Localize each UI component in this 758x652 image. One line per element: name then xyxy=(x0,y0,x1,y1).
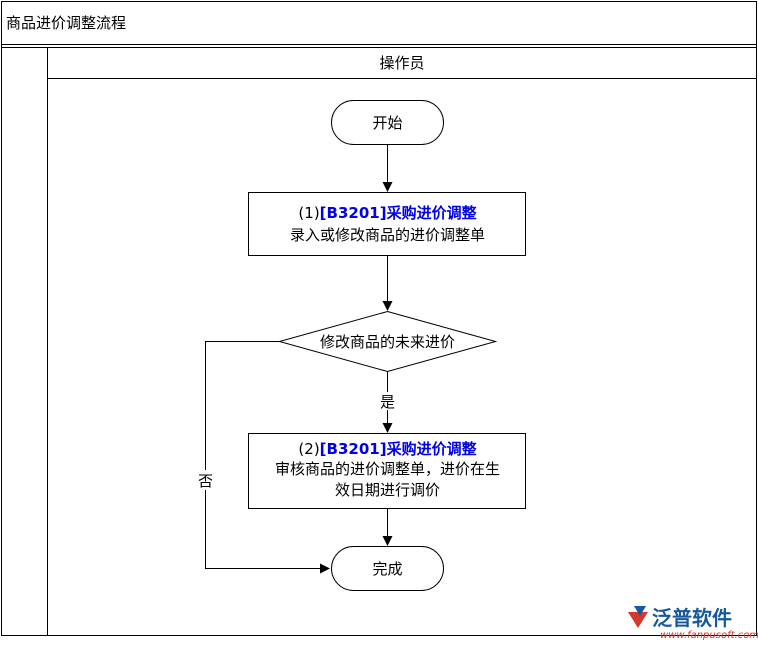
step1-code-link[interactable]: [B3201]采购进价调整 xyxy=(320,204,477,222)
no-label: 否 xyxy=(198,472,213,490)
page-title: 商品进价调整流程 xyxy=(6,14,126,32)
connector-decision-no xyxy=(205,341,330,574)
step1-desc: 录入或修改商品的进价调整单 xyxy=(290,226,485,244)
end-label: 完成 xyxy=(372,560,402,578)
step1-num: (1) xyxy=(298,204,319,222)
logo-name: 泛普软件 xyxy=(652,606,732,630)
yes-label-bg xyxy=(376,392,399,410)
decision-label: 修改商品的未来进价 xyxy=(320,333,455,351)
lane-header: 操作员 xyxy=(379,54,424,72)
logo-icon-accent xyxy=(634,606,646,616)
start-label: 开始 xyxy=(372,114,402,132)
step2-box xyxy=(248,433,526,509)
step2-num: (2) xyxy=(298,440,319,458)
end-terminal xyxy=(331,546,444,591)
logo-url: www.fanpusoft.com xyxy=(660,630,758,641)
step1-box xyxy=(248,192,526,256)
logo-icon xyxy=(628,612,648,628)
step2-desc-line2: 效日期进行调价 xyxy=(335,481,440,499)
yes-label: 是 xyxy=(380,393,395,411)
step2-title: (2)[B3201]采购进价调整 xyxy=(298,440,476,458)
step2-desc-line1: 审核商品的进价调整单，进价在生 xyxy=(275,460,500,478)
no-label-bg xyxy=(196,470,216,490)
outer-frame xyxy=(1,1,757,636)
step1-title: (1)[B3201]采购进价调整 xyxy=(298,204,476,222)
step2-code-link[interactable]: [B3201]采购进价调整 xyxy=(320,440,477,458)
company-logo: 泛普软件 www.fanpusoft.com xyxy=(628,606,758,641)
